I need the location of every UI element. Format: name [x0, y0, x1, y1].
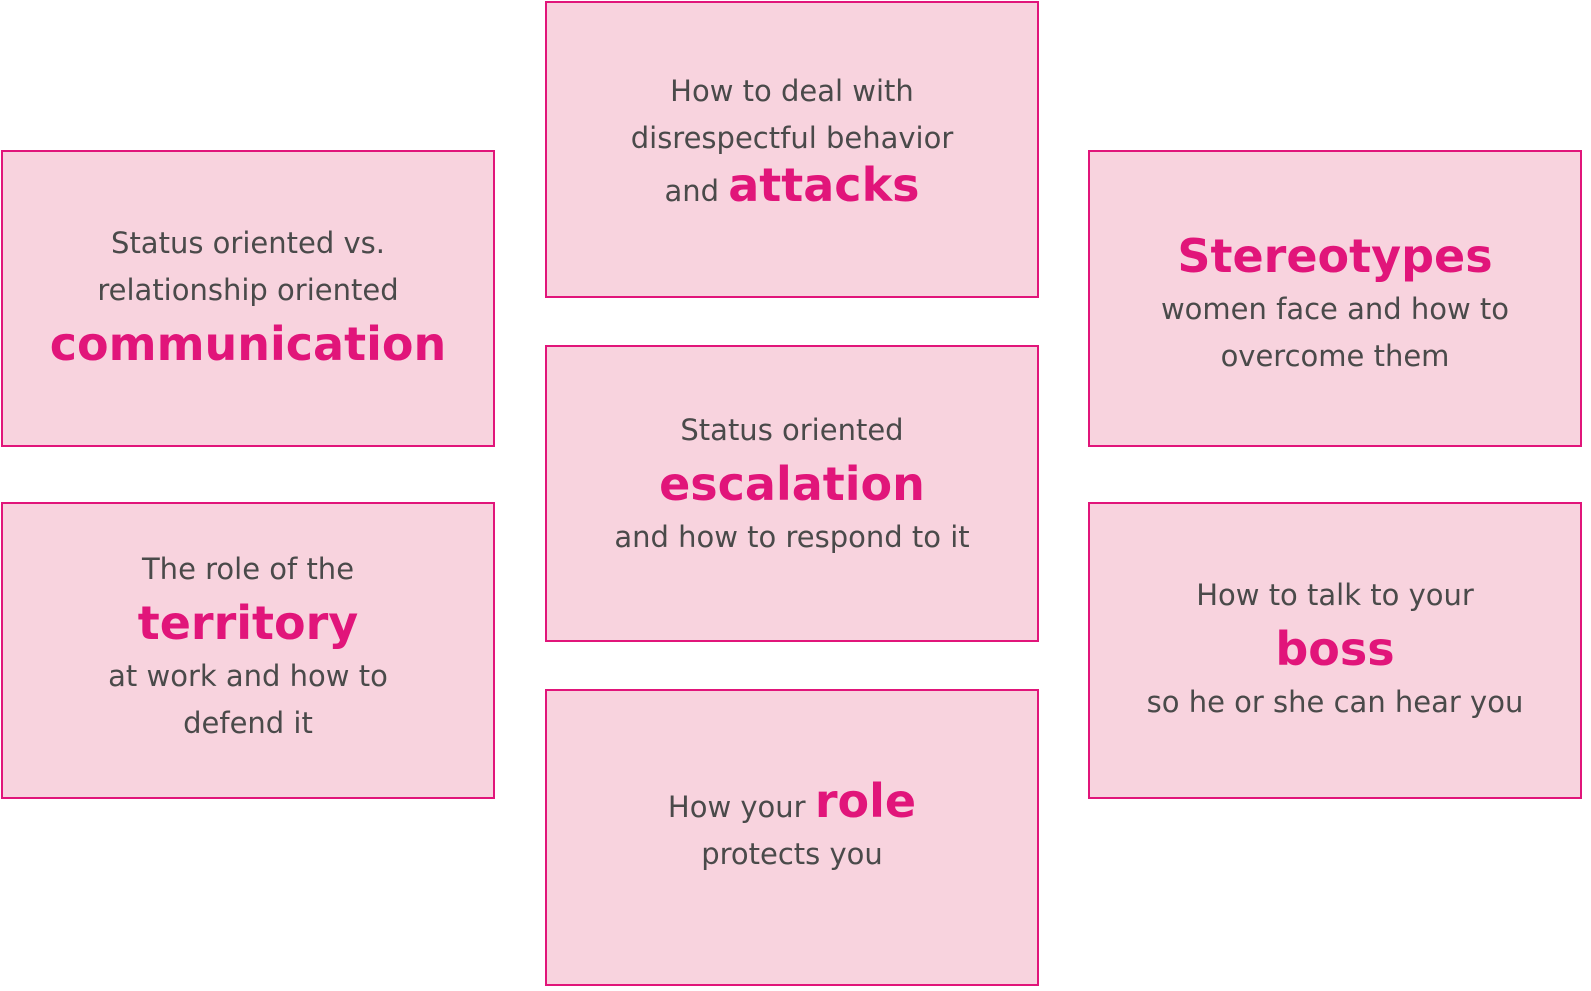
card-text: How to talk to your [1196, 577, 1474, 612]
card-keyword: communication [49, 316, 447, 371]
card-keyword: role [814, 773, 917, 828]
card-text: women face and how to [1160, 291, 1510, 326]
card-keyword: boss [1275, 621, 1395, 676]
card-text: relationship oriented [97, 272, 399, 307]
card-keyword: Stereotypes [1177, 228, 1493, 283]
card-content: Status oriented escalation and how to re… [614, 407, 969, 561]
card-keyword: territory [137, 596, 359, 650]
topic-card-boss: How to talk to your boss so he or she ca… [1088, 502, 1582, 799]
topic-card-territory: The role of the territory at work and ho… [1, 502, 495, 799]
card-text: so he or she can hear you [1146, 684, 1524, 719]
card-text-line: How your role [667, 777, 916, 831]
card-text: defend it [183, 706, 313, 740]
card-text: Status oriented vs. [111, 225, 385, 260]
card-text: and how to respond to it [614, 519, 970, 554]
topic-card-stereotypes: Stereotypes women face and how to overco… [1088, 150, 1582, 447]
card-content: How to talk to your boss so he or she ca… [1147, 572, 1524, 726]
card-keyword: escalation [659, 456, 925, 511]
card-text: How your [667, 789, 815, 824]
card-text: The role of the [141, 552, 355, 586]
topic-card-role: How your role protects you [545, 689, 1039, 986]
card-text: protects you [701, 836, 883, 871]
topic-card-attacks: How to deal with disrespectful behavior … [545, 1, 1039, 298]
card-content: Stereotypes women face and how to overco… [1161, 226, 1509, 380]
card-text: disrespectful behavior [630, 121, 954, 155]
card-text: at work and how to [108, 659, 388, 693]
card-content: How your role protects you [667, 777, 916, 878]
card-content: How to deal with disrespectful behavior … [631, 68, 954, 215]
card-text: Status oriented [680, 412, 904, 447]
card-text: overcome them [1220, 338, 1450, 373]
card-text: and [664, 174, 729, 208]
topic-card-communication: Status oriented vs. relationship oriente… [1, 150, 495, 447]
card-text: How to deal with [670, 74, 914, 108]
card-keyword: attacks [728, 158, 920, 212]
topic-card-escalation: Status oriented escalation and how to re… [545, 345, 1039, 642]
card-text-line: and attacks [631, 162, 954, 215]
card-content: Status oriented vs. relationship oriente… [50, 220, 446, 374]
card-content: The role of the territory at work and ho… [108, 546, 388, 747]
